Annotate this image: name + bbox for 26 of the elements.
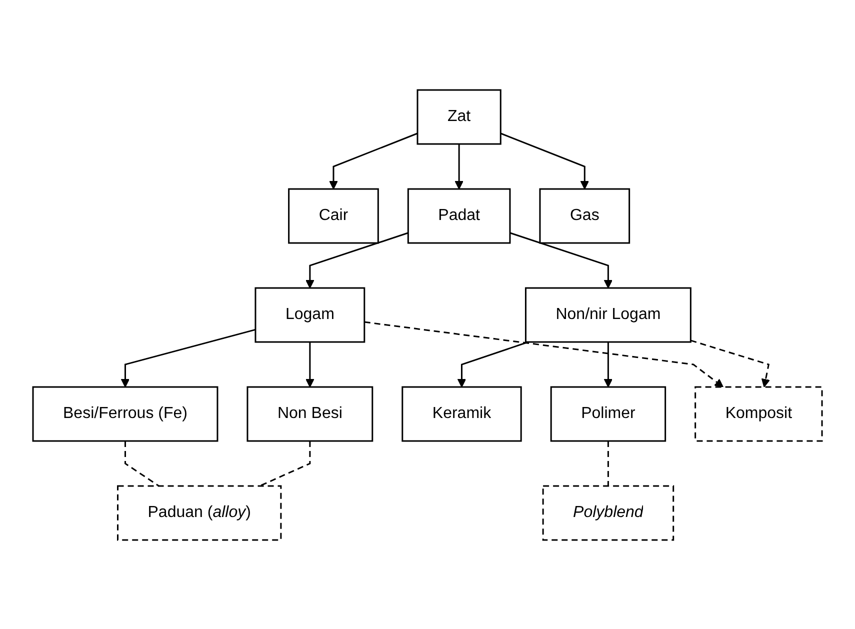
arrow <box>306 342 314 387</box>
node-box: Gas <box>539 188 630 244</box>
arrow <box>120 328 256 387</box>
arrow <box>500 132 590 189</box>
connector <box>124 440 160 486</box>
arrow <box>690 339 770 387</box>
node-box: Logam <box>254 286 366 342</box>
node-box: Polimer <box>550 386 666 442</box>
node-box: Non/nir Logam <box>524 286 692 342</box>
arrow <box>604 342 613 387</box>
node-box: Paduan (alloy) <box>117 484 282 540</box>
node-box: Polyblend <box>542 484 674 540</box>
arrow <box>306 232 408 288</box>
arrow <box>329 132 418 189</box>
arrow <box>454 144 464 189</box>
node-box: Zat <box>416 88 502 144</box>
node-box: Komposit <box>694 386 823 442</box>
node-box: Keramik <box>402 386 522 442</box>
arrow <box>510 232 613 288</box>
node-box: Padat <box>407 188 511 244</box>
node-box: Besi/Ferrous (Fe) <box>32 386 218 442</box>
connector <box>607 440 609 486</box>
connector <box>259 440 311 486</box>
node-box: Cair <box>288 188 379 244</box>
arrow <box>364 320 724 387</box>
node-box: Non Besi <box>246 386 374 442</box>
